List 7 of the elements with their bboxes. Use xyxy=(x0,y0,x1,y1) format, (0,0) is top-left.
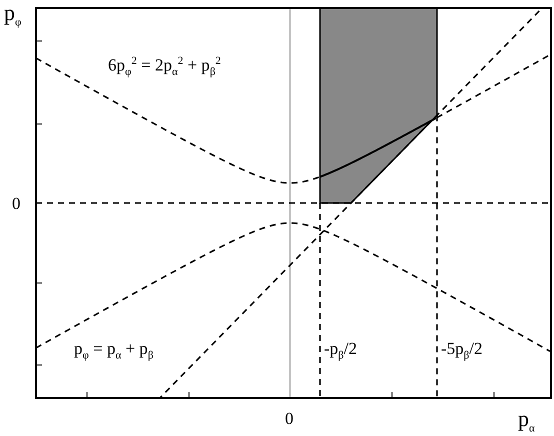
line-label: -5p$_{β}$/2 xyxy=(441,340,483,362)
axis-label: p$_{φ}$ xyxy=(4,2,22,28)
tick-label: 0 xyxy=(285,410,294,427)
tick-label: 0 xyxy=(12,195,20,212)
equation-label: p$_{φ}$ = p$_{α}$ + p$_{β}$ xyxy=(74,340,154,362)
line-label: -p$_{β}$/2 xyxy=(324,340,358,362)
axis-label: p$_{α}$ xyxy=(518,408,535,434)
